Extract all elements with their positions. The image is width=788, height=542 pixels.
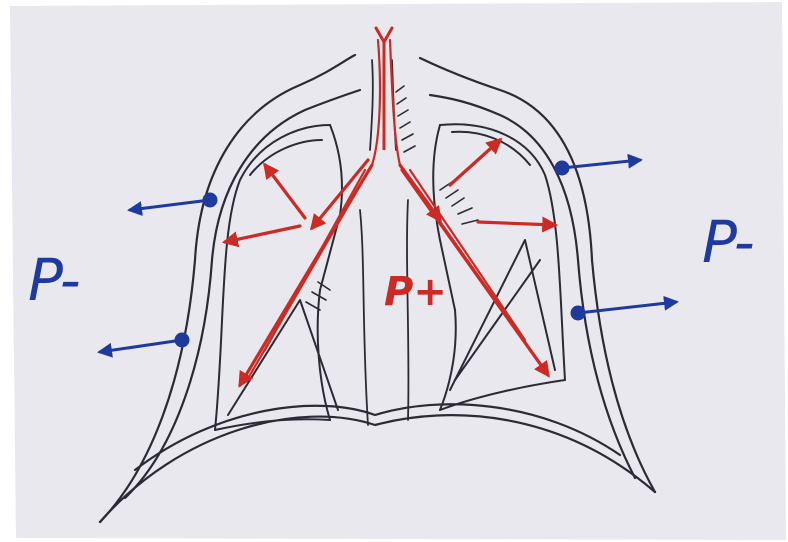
blue-dot-right-lower (572, 307, 584, 319)
label-right-pressure: P- (702, 208, 755, 276)
label-center-pressure: P+ (384, 269, 447, 315)
label-left-pressure: P- (28, 246, 81, 314)
blue-dot-right-upper (556, 162, 568, 174)
blue-dot-left-upper (204, 194, 216, 206)
blue-dot-left-lower (176, 334, 188, 346)
